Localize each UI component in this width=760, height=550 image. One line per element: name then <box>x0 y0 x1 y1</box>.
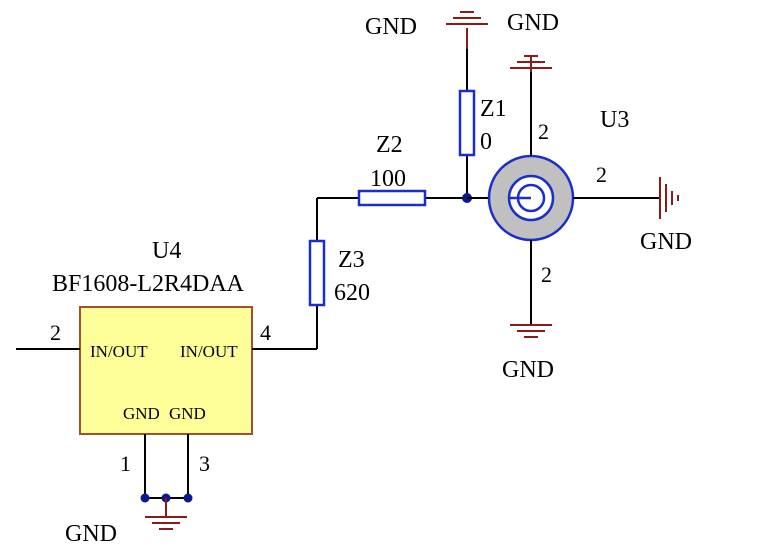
junction-dot <box>183 493 193 503</box>
u3-pin-right-number: 2 <box>596 162 607 187</box>
z2-designator: Z2 <box>376 132 403 158</box>
u4-designator: U4 <box>152 238 181 264</box>
ground-label: GND <box>365 14 417 40</box>
u4-pin-label-left: IN/OUT <box>90 342 148 361</box>
z2-value: 100 <box>370 166 406 192</box>
z3-designator: Z3 <box>338 247 365 273</box>
z3-body <box>308 239 326 307</box>
ground-label: GND <box>640 229 692 255</box>
u4-component: U4 BF1608-L2R4DAA IN/OUT IN/OUT GND GND … <box>16 238 317 547</box>
u3-pin-top-number: 2 <box>538 119 549 144</box>
u3-designator: U3 <box>600 107 629 133</box>
ground-symbol <box>510 324 552 338</box>
z1-body <box>458 89 476 157</box>
u4-pin-label-gnd1: GND <box>123 404 160 423</box>
u3-pin-bottom-number: 2 <box>541 262 552 287</box>
ground-symbol <box>145 498 187 530</box>
z2-body <box>357 189 427 207</box>
ground-symbol <box>659 177 679 219</box>
z1-value: 0 <box>480 129 492 155</box>
z1-resistor: Z1 0 GND <box>365 11 507 198</box>
z3-value: 620 <box>334 280 370 306</box>
u3-connector: U3 2 GND 2 GND 2 GND <box>487 10 692 383</box>
u4-pin2-number: 2 <box>50 320 61 345</box>
u4-pin3-number: 3 <box>199 451 210 476</box>
junction-dot <box>140 493 150 503</box>
ground-label: GND <box>507 10 559 36</box>
ground-label: GND <box>65 521 117 547</box>
z2-resistor: Z2 100 <box>317 132 467 207</box>
u4-part-number: BF1608-L2R4DAA <box>52 271 245 297</box>
z3-resistor: Z3 620 <box>308 198 370 349</box>
z1-designator: Z1 <box>480 96 507 122</box>
ground-symbol <box>446 11 488 49</box>
u4-pin-label-right: IN/OUT <box>180 342 238 361</box>
ground-symbol <box>510 55 552 72</box>
u4-pin-label-gnd2: GND <box>169 404 206 423</box>
u4-body <box>79 306 253 435</box>
u4-pin4-number: 4 <box>260 320 271 345</box>
u4-pin1-number: 1 <box>120 451 131 476</box>
ground-label: GND <box>502 357 554 383</box>
